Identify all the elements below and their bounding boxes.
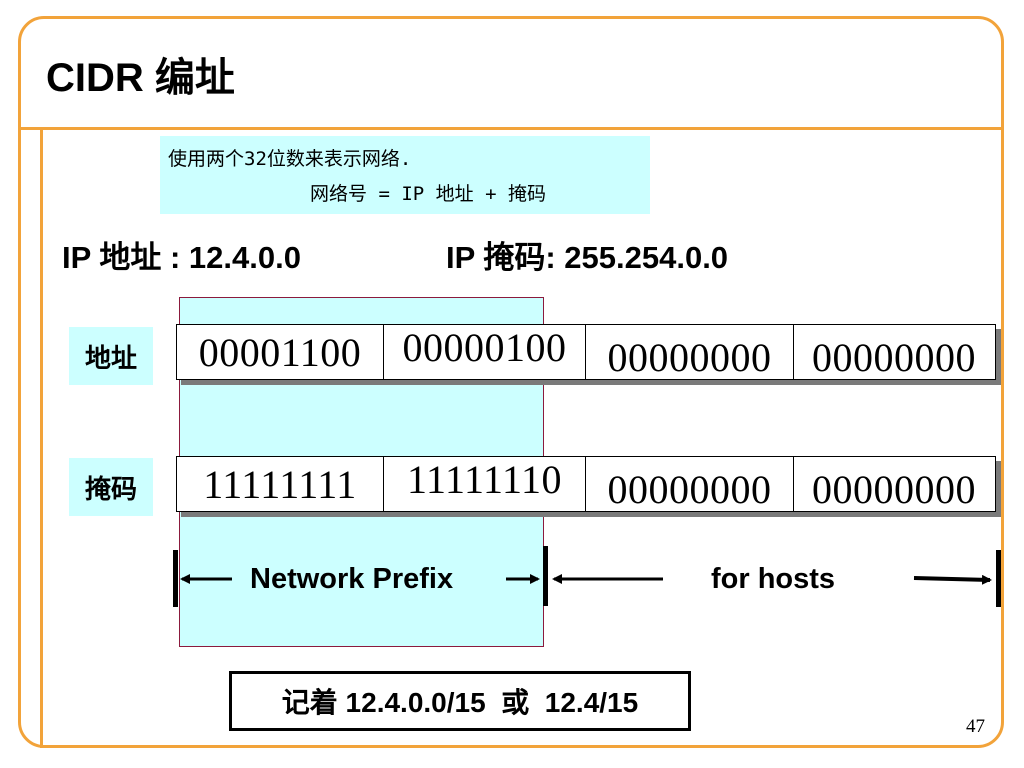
address-octet-1: 00001100 <box>177 325 384 379</box>
mask-octets: 11111111 11111110 00000000 00000000 <box>176 456 996 512</box>
slide-frame <box>18 16 1004 748</box>
mask-row-label: 掩码 <box>69 458 153 516</box>
mask-octet-2: 11111110 <box>384 457 586 511</box>
address-row-label: 地址 <box>69 327 153 385</box>
definition-note: 使用两个32位数来表示网络. 网络号 = IP 地址 + 掩码 <box>160 136 650 214</box>
address-octet-4: 00000000 <box>812 334 976 380</box>
slide-title: CIDR 编址 <box>46 56 235 100</box>
address-octet-3: 00000000 <box>586 325 794 380</box>
prefix-start-marker <box>173 550 178 607</box>
mask-octet-4: 00000000 <box>812 466 976 512</box>
title-divider <box>18 127 1004 130</box>
mask-octet-3: 00000000 <box>586 457 794 512</box>
hosts-label: for hosts <box>711 563 836 595</box>
note-line-2: 网络号 = IP 地址 + 掩码 <box>310 183 546 205</box>
note-line-1: 使用两个32位数来表示网络. <box>168 148 412 170</box>
address-octet-2: 00000100 <box>384 325 586 379</box>
ip-address-text: IP 地址 : 12.4.0.0 <box>62 240 301 275</box>
hosts-right-arrow <box>913 574 992 585</box>
prefix-end-marker <box>543 546 548 606</box>
ip-mask-text: IP 掩码: 255.254.0.0 <box>446 240 729 275</box>
left-divider <box>40 130 43 748</box>
page-number: 47 <box>966 716 985 737</box>
address-octets: 00001100 00000100 00000000 00000000 <box>176 324 996 380</box>
mask-octet-1: 11111111 <box>177 457 384 511</box>
cidr-summary-box: 记着 12.4.0.0/15 或 12.4/15 <box>229 671 691 731</box>
hosts-end-marker <box>996 550 1001 607</box>
network-prefix-label: Network Prefix <box>250 563 454 595</box>
